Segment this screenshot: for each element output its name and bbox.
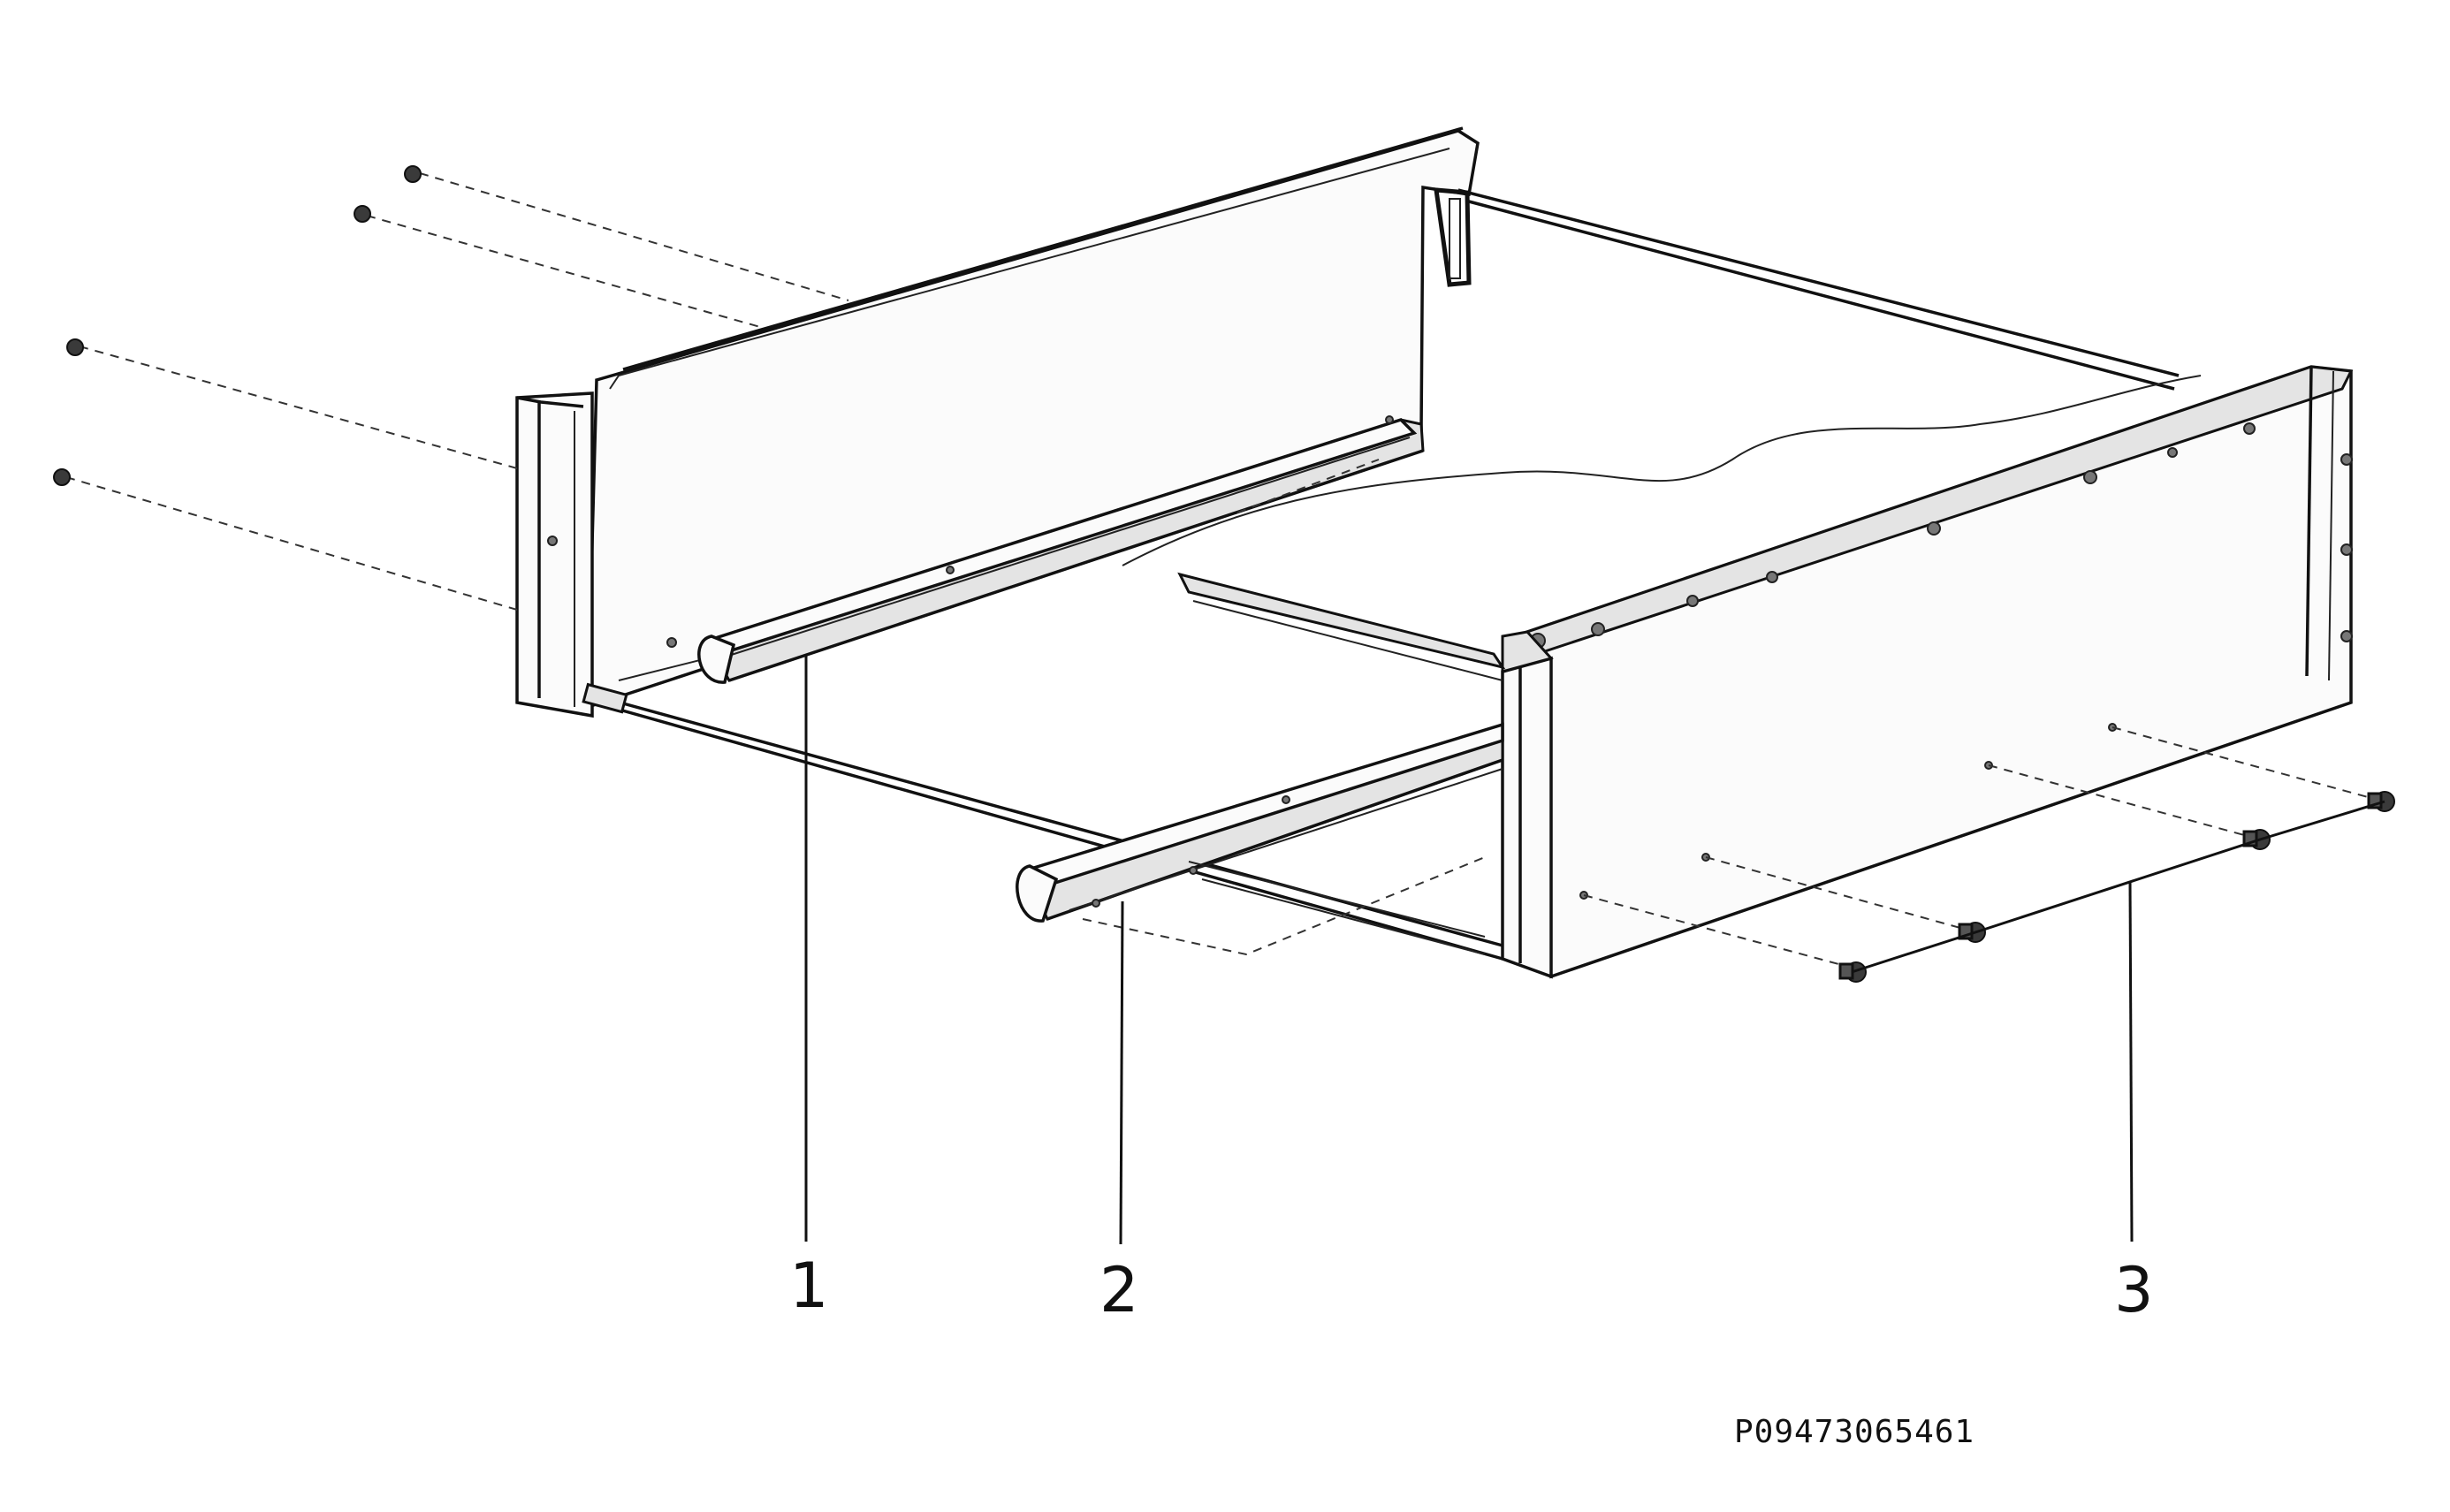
drawer-bottom-cutline	[1122, 375, 2202, 566]
drawer-bottom-rail	[582, 609, 1503, 961]
rear-screws	[53, 165, 849, 611]
drawer-underside-dashes	[1082, 856, 1486, 956]
drawer-front-panel	[1525, 365, 2354, 979]
screw-icon	[53, 468, 71, 486]
callout-label-2: 2	[1099, 1254, 1139, 1326]
inner-slide-rear	[1177, 572, 1506, 681]
callout-label-1: 1	[789, 1250, 829, 1322]
drawing-code: P09473065461	[1734, 1414, 1975, 1450]
screw-icon	[404, 165, 422, 183]
leader-2	[1119, 900, 1124, 1245]
drawer-rear-rim	[1457, 188, 2180, 391]
screw-icon	[66, 338, 84, 356]
callout-label-3: 3	[2114, 1254, 2154, 1326]
slide-rail-1	[697, 415, 1425, 684]
slide-rail-2	[1016, 722, 1504, 955]
left-end-bracket	[515, 391, 594, 718]
screw-icon	[354, 205, 371, 223]
leader-3	[1851, 800, 2385, 1242]
front-left-upright	[1501, 630, 1554, 979]
